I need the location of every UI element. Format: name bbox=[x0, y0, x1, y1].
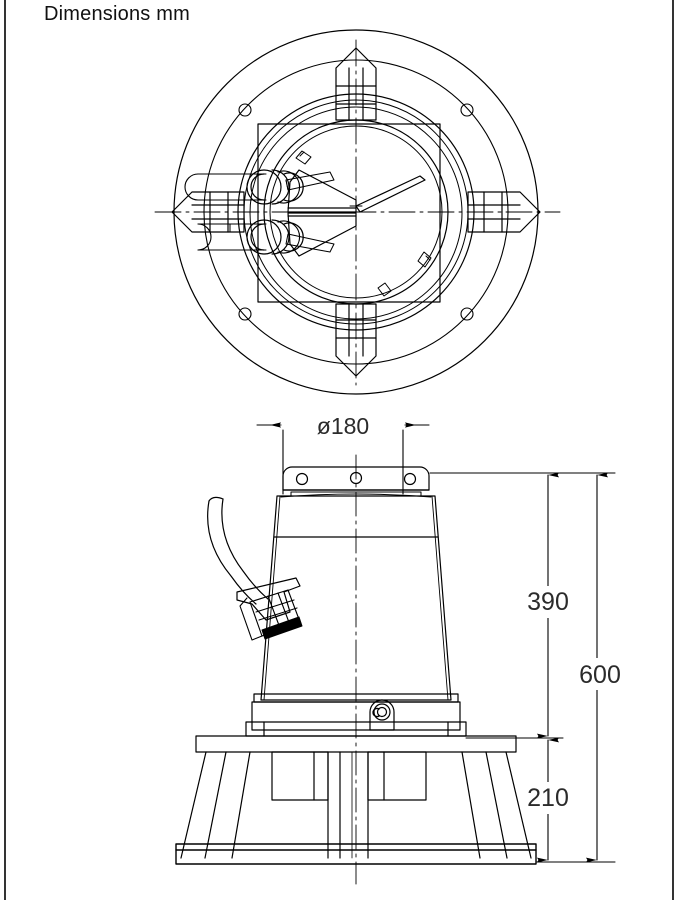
ring-clamp-lugs bbox=[295, 150, 432, 297]
dimension-label-390-top: 390 bbox=[527, 588, 569, 616]
elevation-view bbox=[175, 454, 537, 885]
cable-gland-upper bbox=[184, 169, 335, 205]
plan-fixing-detail bbox=[229, 223, 245, 233]
dimension-label-600-top: 600 bbox=[579, 661, 621, 689]
dimension-label-dia180: ø180 bbox=[317, 413, 369, 439]
pump-casing bbox=[251, 693, 461, 731]
lifting-lug-right bbox=[467, 191, 541, 233]
impeller-vanes bbox=[287, 169, 426, 257]
plan-view bbox=[154, 29, 561, 395]
dimension-text-layer: 390 210 600 bbox=[527, 588, 621, 812]
inner-flange-circle bbox=[203, 59, 509, 365]
connector-shadow bbox=[261, 616, 303, 640]
plan-centrelines bbox=[154, 39, 561, 386]
pump-housing-square bbox=[257, 123, 441, 303]
dimension-dia-180: ø180 bbox=[256, 413, 430, 495]
cable-strain-relief bbox=[236, 577, 303, 641]
sheet-border bbox=[4, 0, 674, 900]
lifting-lug-top bbox=[335, 47, 377, 121]
top-mounting-plate bbox=[282, 466, 430, 491]
page-title: Dimensions mm bbox=[44, 3, 190, 25]
dimension-label-210-top: 210 bbox=[527, 784, 569, 812]
power-cable bbox=[207, 496, 269, 605]
flange-bolt-holes bbox=[238, 103, 474, 321]
motor-body-edges bbox=[263, 495, 449, 701]
pump-stand bbox=[175, 721, 537, 865]
lifting-lug-bottom bbox=[335, 303, 377, 377]
cable-gland-lower bbox=[197, 219, 335, 255]
gland-bracket-lower bbox=[285, 233, 335, 253]
dimension-text-masks bbox=[524, 586, 630, 814]
casing-eye-boss bbox=[369, 699, 395, 731]
outer-flange-circle bbox=[173, 29, 539, 395]
gland-bracket-upper bbox=[285, 171, 335, 191]
